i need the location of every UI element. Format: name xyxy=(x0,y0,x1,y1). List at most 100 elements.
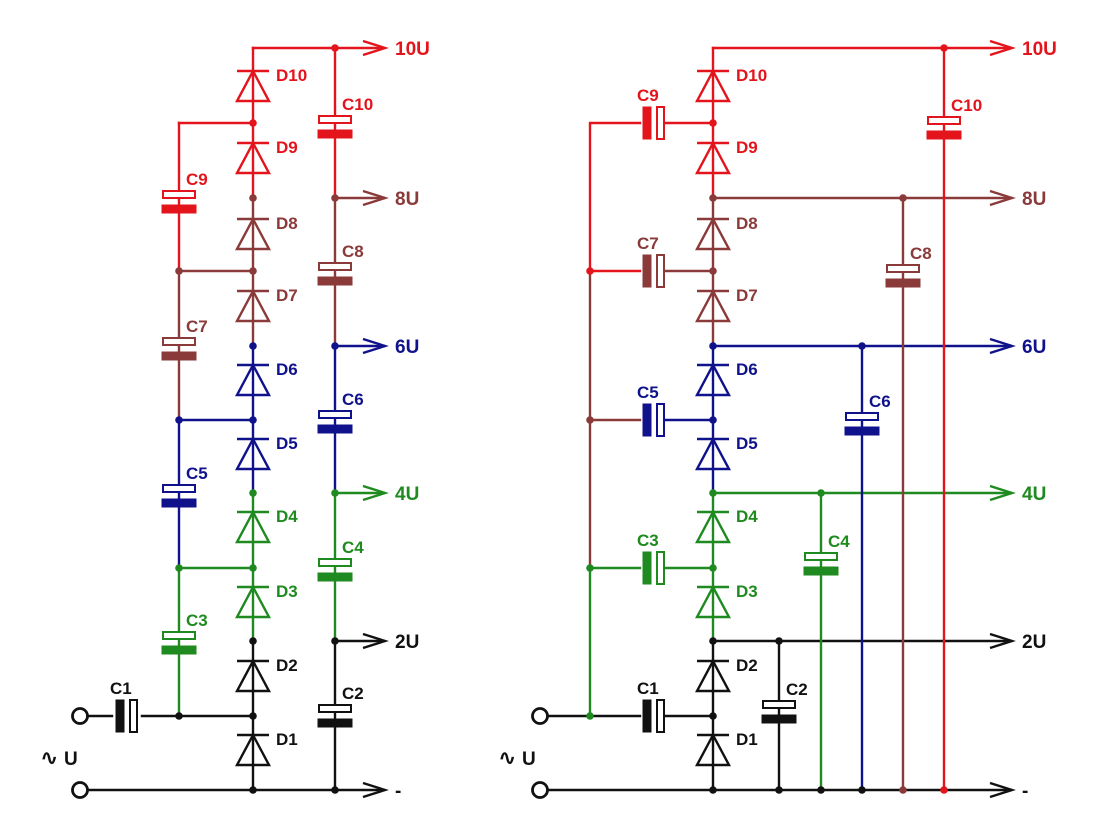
input-terminal-icon xyxy=(71,707,89,725)
output-label: 2U xyxy=(395,632,419,653)
output-4u: 4U xyxy=(335,484,419,505)
capacitor-plate-open xyxy=(318,410,352,419)
diode-triangle xyxy=(235,584,271,619)
output-label: 4U xyxy=(395,484,419,505)
junction-dot xyxy=(586,712,594,720)
left-diode-d1: D1 xyxy=(235,730,298,767)
right-capacitor-c10: C10 xyxy=(926,96,982,140)
left-diode-d5: D5 xyxy=(235,434,298,471)
capacitor-plate-solid xyxy=(803,566,839,576)
capacitor-plate-solid xyxy=(642,254,652,288)
junction-dot xyxy=(586,564,594,572)
junction-dot xyxy=(249,416,257,424)
junction-dot xyxy=(175,416,183,424)
right-diode-d3: D3 xyxy=(695,582,758,619)
diode-triangle xyxy=(235,362,271,397)
arrow-head-icon xyxy=(989,484,1016,502)
left-capacitor-c6: C6 xyxy=(317,390,364,434)
diode-label: D3 xyxy=(276,582,298,601)
junction-dot xyxy=(175,712,183,720)
capacitor-plate-open xyxy=(656,551,665,585)
output-label: - xyxy=(1022,781,1028,802)
left-capacitor-c8: C8 xyxy=(317,242,364,286)
capacitor-plate-solid xyxy=(642,551,652,585)
capacitor-label: C7 xyxy=(637,234,659,253)
junction-dot xyxy=(249,489,257,497)
left-input-label: U xyxy=(64,749,78,770)
capacitor-label: C1 xyxy=(110,679,132,698)
output-6u: 6U xyxy=(335,337,419,358)
capacitor-plate-open xyxy=(162,190,196,199)
capacitor-plate-solid xyxy=(642,699,652,733)
output-label: 8U xyxy=(395,189,419,210)
junction-dot xyxy=(709,194,717,202)
capacitor-plate-open xyxy=(656,699,665,733)
output-10u: 10U xyxy=(944,39,1057,60)
junction-dot xyxy=(586,416,594,424)
arrow-head-icon xyxy=(989,781,1016,799)
left-diode-d7: D7 xyxy=(235,286,298,323)
capacitor-plate-open xyxy=(318,115,352,124)
output-2u: 2U xyxy=(335,632,419,653)
output-label: 6U xyxy=(1022,337,1046,358)
capacitor-plate-solid xyxy=(317,572,353,582)
capacitor-plate-solid xyxy=(115,699,125,733)
capacitor-plate-solid xyxy=(161,351,197,361)
left-capacitor-c7: C7 xyxy=(161,317,208,361)
right-capacitor-c6: C6 xyxy=(844,392,891,436)
right-capacitor-c4: C4 xyxy=(803,532,850,576)
diode-triangle xyxy=(235,732,271,767)
right-diode-d7: D7 xyxy=(695,286,758,323)
diode-triangle xyxy=(695,68,731,103)
capacitor-label: C9 xyxy=(637,86,659,105)
arrow-head-icon xyxy=(362,189,389,207)
junction-dot xyxy=(940,44,948,52)
left-capacitor-c2: C2 xyxy=(317,684,364,728)
junction-dot xyxy=(709,489,717,497)
diode-label: D2 xyxy=(276,656,298,675)
capacitor-plate-solid xyxy=(317,129,353,139)
output-minus: - xyxy=(944,781,1028,802)
capacitor-label: C2 xyxy=(342,684,364,703)
junction-dot xyxy=(709,119,717,127)
capacitor-plate-open xyxy=(804,552,838,561)
junction-dot xyxy=(940,786,948,794)
capacitor-label: C10 xyxy=(342,95,373,114)
output-label: 8U xyxy=(1022,189,1046,210)
left-diode-d2: D2 xyxy=(235,656,298,693)
right-diode-d4: D4 xyxy=(695,507,758,544)
capacitor-plate-open xyxy=(656,403,665,437)
junction-dot xyxy=(175,564,183,572)
capacitor-label: C5 xyxy=(186,464,208,483)
right-capacitor-c8: C8 xyxy=(885,244,932,288)
junction-dot xyxy=(899,194,907,202)
capacitor-plate-solid xyxy=(317,718,353,728)
diode-label: D6 xyxy=(736,360,758,379)
left-ac-tilde-icon: ∿ xyxy=(40,746,58,771)
capacitor-label: C10 xyxy=(951,96,982,115)
junction-dot xyxy=(331,637,339,645)
capacitor-label: C4 xyxy=(828,532,850,551)
arrow-head-icon xyxy=(362,781,389,799)
left-capacitor-c9: C9 xyxy=(161,170,208,214)
output-6u: 6U xyxy=(944,337,1046,358)
right-diode-d5: D5 xyxy=(695,434,758,471)
input-terminal-icon xyxy=(531,781,549,799)
capacitor-plate-solid xyxy=(161,204,197,214)
capacitor-label: C9 xyxy=(186,170,208,189)
diode-triangle xyxy=(235,436,271,471)
diode-label: D7 xyxy=(276,286,298,305)
capacitor-plate-solid xyxy=(761,714,797,724)
capacitor-plate-open xyxy=(845,412,879,421)
left-diode-d4: D4 xyxy=(235,507,298,544)
capacitor-label: C2 xyxy=(786,680,808,699)
diode-label: D1 xyxy=(736,730,758,749)
capacitor-plate-open xyxy=(162,337,196,346)
diode-triangle xyxy=(695,288,731,323)
junction-dot xyxy=(249,194,257,202)
output-label: 2U xyxy=(1022,632,1046,653)
left-diode-d8: D8 xyxy=(235,214,298,251)
junction-dot xyxy=(709,712,717,720)
right-diode-d6: D6 xyxy=(695,360,758,397)
